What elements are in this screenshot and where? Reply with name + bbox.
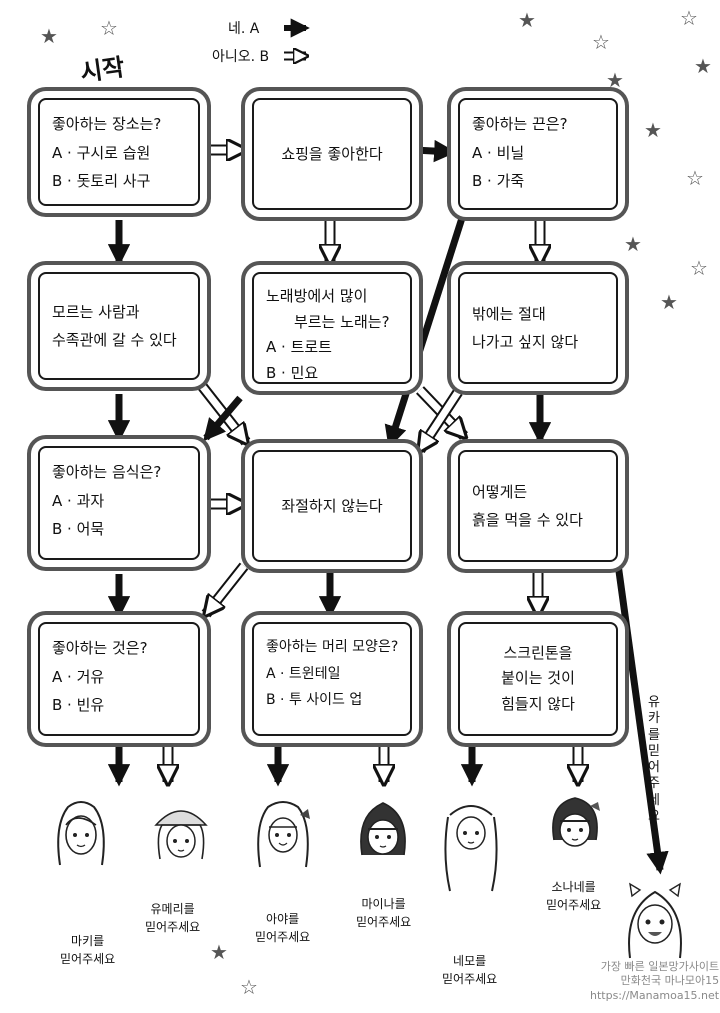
option-a: A · 트윈테일 [266, 665, 341, 682]
option-a: A · 과자 [52, 491, 105, 510]
question-line: 힘들지 않다 [501, 694, 575, 713]
star-icon: ★ [210, 940, 228, 964]
watermark-line: 만화천국 마나모아15 [620, 974, 720, 988]
star-icon: ★ [40, 24, 58, 48]
star-icon: ★ [694, 54, 712, 78]
question-line: 밖에는 절대 [472, 304, 546, 323]
question-eat-soil: 어떻게든 흙을 먹을 수 있다 [458, 450, 618, 562]
question-text: 좋아하는 장소는? [52, 115, 162, 133]
question-favorite-string: 좋아하는 끈은? A · 비닐 B · 가죽 [458, 98, 618, 210]
option-a: A · 비닐 [472, 143, 525, 162]
star-icon: ★ [518, 8, 536, 32]
question-text: 좌절하지 않는다 [281, 496, 383, 515]
question-hairstyle: 좋아하는 머리 모양은? A · 트윈테일 B · 투 사이드 업 [252, 622, 412, 736]
question-line: 나가고 싶지 않다 [472, 333, 579, 351]
question-stay-inside: 밖에는 절대 나가고 싶지 않다 [458, 272, 618, 384]
question-line: 흙을 먹을 수 있다 [472, 511, 583, 529]
question-line: 어떻게든 [472, 482, 528, 501]
result-name: 소나네를 [551, 880, 596, 894]
legend-yes: 네. A [228, 21, 260, 37]
no-arrow [415, 388, 463, 450]
result-maki: 마키를 믿어주세요 [60, 932, 115, 968]
result-name: 마키를 [71, 934, 105, 948]
question-karaoke-song: 노래방에서 많이 부르는 노래는? A · 트로트 B · 민요 [252, 272, 412, 384]
star-icon: ☆ [686, 166, 704, 190]
option-b: B · 어묵 [52, 520, 105, 538]
option-b: B · 돗토리 사구 [52, 172, 151, 190]
star-icon: ☆ [690, 256, 708, 280]
star-icon: ★ [644, 118, 662, 142]
star-icon: ☆ [100, 16, 118, 40]
question-line: 수족관에 갈 수 있다 [52, 331, 177, 349]
result-text: 믿어주세요 [546, 898, 602, 912]
star-icon: ★ [660, 290, 678, 314]
result-name: 아야를 [266, 912, 300, 926]
question-text: 쇼핑을 좋아한다 [281, 144, 383, 163]
question-text: 좋아하는 끈은? [472, 115, 568, 133]
maki-face-illustration [57, 801, 105, 866]
yes-arrow [614, 563, 669, 875]
nemo-face-illustration [444, 805, 498, 892]
yes-arrow [384, 216, 466, 449]
option-a: A · 거유 [52, 667, 105, 686]
arrow-layer [107, 139, 669, 875]
legend-no: 아니오. B [212, 49, 270, 65]
result-text: 믿어주세요 [356, 915, 412, 929]
result-nemo: 네모를 믿어주세요 [442, 952, 497, 988]
yumeri-face-illustration [154, 810, 208, 860]
question-text: 좋아하는 것은? [52, 639, 148, 657]
question-strangers-aquarium: 모르는 사람과 수족관에 갈 수 있다 [38, 272, 200, 380]
star-icon: ☆ [592, 30, 610, 54]
watermark-line: https://Manamoa15.net [590, 988, 720, 1002]
result-text: 믿어주세요 [255, 930, 311, 944]
result-yumeri: 유메리를 믿어주세요 [145, 900, 200, 936]
watermark-line: 가장 빠른 일본망가사이트 [600, 960, 720, 973]
result-text: 믿어주세요 [60, 952, 116, 966]
question-text: 좋아하는 음식은? [52, 463, 162, 481]
star-icon: ★ [624, 232, 642, 256]
option-b: B · 민요 [266, 363, 319, 382]
no-arrow [206, 562, 249, 614]
yes-arrow [203, 395, 243, 442]
watermark: 가장 빠른 일본망가사이트 만화천국 마나모아15 https://Manamo… [590, 960, 719, 1003]
aya-face-illustration [257, 801, 310, 868]
option-b: B · 투 사이드 업 [266, 692, 363, 709]
question-text: 좋아하는 머리 모양은? [266, 639, 399, 655]
yes-arrow [413, 139, 457, 163]
start-label: 시작 [78, 53, 127, 87]
question-line: 스크린톤을 [503, 643, 573, 662]
result-mai: 마이나를 믿어주세요 [356, 895, 411, 931]
sonane-face-illustration [552, 797, 600, 847]
option-a: A · 구시로 습원 [52, 143, 151, 162]
question-line: 붙이는 것이 [501, 669, 575, 688]
star-icon: ★ [606, 68, 624, 92]
result-name: 네모를 [453, 954, 487, 968]
option-b: B · 빈유 [52, 696, 105, 714]
question-favorite-food: 좋아하는 음식은? A · 과자 B · 어묵 [38, 446, 200, 560]
result-yuka-vertical: 유카를믿어주세요 [648, 695, 660, 824]
question-line: 부르는 노래는? [294, 312, 390, 331]
question-favorite-place: 좋아하는 장소는? A · 구시로 습원 B · 돗토리 사구 [38, 98, 200, 206]
question-screentone: 스크린톤을 붙이는 것이 힘들지 않다 [458, 622, 618, 736]
option-b: B · 가죽 [472, 172, 525, 190]
result-text: 믿어주세요 [145, 920, 201, 934]
star-icon: ☆ [240, 975, 258, 999]
question-line: 모르는 사람과 [52, 302, 140, 321]
result-text: 믿어주세요 [442, 972, 498, 986]
result-name: 유메리를 [150, 902, 195, 916]
question-not-frustrated: 좌절하지 않는다 [252, 450, 412, 562]
yuka-face-illustration [628, 882, 682, 959]
option-a: A · 트로트 [266, 338, 332, 356]
question-shopping: 쇼핑을 좋아한다 [252, 98, 412, 210]
star-icon: ☆ [680, 6, 698, 30]
question-favorite-thing: 좋아하는 것은? A · 거유 B · 빈유 [38, 622, 200, 736]
result-aya: 아야를 믿어주세요 [255, 910, 310, 946]
result-name: 마이나를 [361, 897, 406, 911]
mai-face-illustration [360, 802, 406, 856]
result-sonane: 소나네를 믿어주세요 [546, 878, 601, 914]
question-line: 노래방에서 많이 [266, 287, 368, 305]
